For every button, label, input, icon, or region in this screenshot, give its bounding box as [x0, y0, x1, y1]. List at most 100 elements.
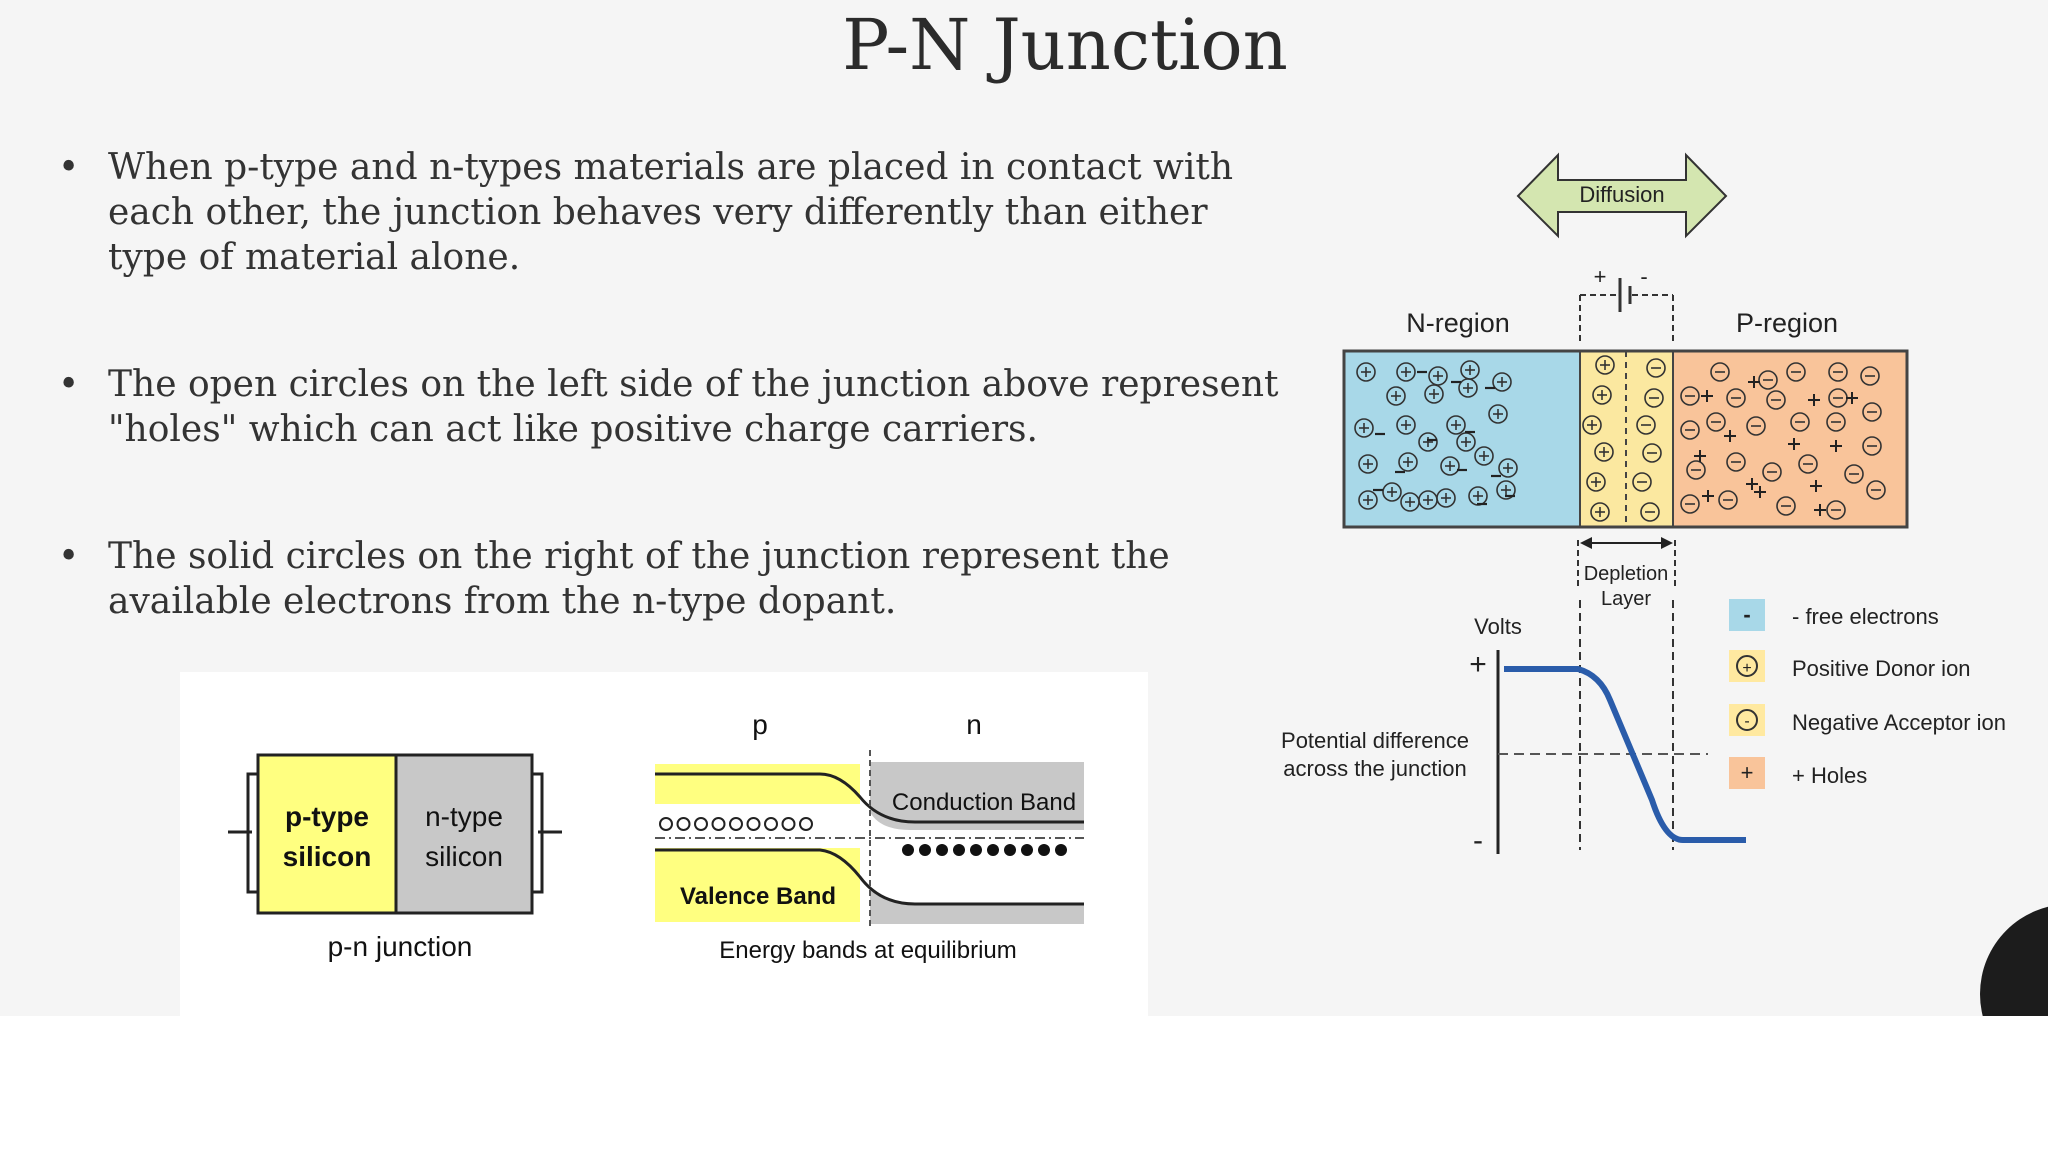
- hole-circle: [676, 817, 691, 831]
- donor-ion: [1358, 490, 1378, 510]
- acceptor-ion: [1862, 436, 1882, 456]
- n-type-block: [394, 753, 534, 915]
- hole-circle: [659, 817, 673, 831]
- potential-label-2: across the junction: [1283, 756, 1466, 781]
- legend-swatch-holes: [1729, 757, 1765, 789]
- axis-minus: -: [1473, 824, 1483, 857]
- donor-ion: [1458, 378, 1478, 398]
- donor-ion: [1492, 372, 1512, 392]
- p-type-label: p-type: [285, 801, 369, 832]
- diffusion-label: Diffusion: [1579, 182, 1664, 207]
- holes-row: [659, 817, 813, 831]
- acceptor-ion: [1680, 420, 1700, 440]
- conduction-band-edge: [655, 772, 1084, 824]
- donor-ion: [1446, 415, 1466, 435]
- acceptor-ion: [1826, 500, 1846, 520]
- acceptor-ion: [1862, 402, 1882, 422]
- acceptor-ion: [1644, 388, 1664, 408]
- conduction-band-n: [870, 762, 1084, 830]
- acceptor-ion: [1710, 362, 1730, 382]
- donor-ion: [1396, 362, 1416, 382]
- battery-plus: +: [1594, 264, 1607, 289]
- junction-caption: p-n junction: [328, 931, 473, 962]
- acceptor-ion: [1826, 412, 1846, 432]
- depletion-svg: Diffusion + - N-region P-region: [1281, 152, 2006, 857]
- donor-ion: [1586, 472, 1606, 492]
- donor-ion: [1592, 385, 1612, 405]
- acceptor-ion: [1866, 480, 1886, 500]
- donor-ion: [1398, 452, 1418, 472]
- donor-ion: [1396, 415, 1416, 435]
- corner-decoration: [1980, 904, 2048, 1016]
- legend-label-acceptor: Negative Acceptor ion: [1792, 710, 2006, 735]
- bullet-text-2: The open circles on the left side of the…: [108, 364, 1279, 450]
- hole-circle: [711, 817, 726, 831]
- valence-band-n: [870, 888, 1084, 924]
- page-title: P-N Junction: [842, 4, 1288, 86]
- donor-ion: [1440, 456, 1460, 476]
- acceptor-ion: [1860, 366, 1880, 386]
- conduction-band-label: Conduction Band: [892, 789, 1076, 816]
- slide: P-N Junction • When p-type and n-types m…: [58, 4, 2048, 1016]
- band-p-label: p: [752, 709, 768, 740]
- n-region-label: N-region: [1406, 308, 1510, 338]
- bands-caption: Energy bands at equilibrium: [719, 937, 1017, 964]
- acceptor-ion: [1776, 496, 1796, 516]
- band-n-label: n: [966, 709, 982, 740]
- donor-ion: [1590, 502, 1610, 522]
- n-type-label: n-type: [425, 801, 503, 832]
- donor-ion: [1418, 490, 1438, 510]
- potential-curve: [1504, 666, 1746, 843]
- legend-symbol-hole: +: [1741, 760, 1754, 785]
- n-type-label-2: silicon: [425, 841, 503, 872]
- depletion-figure: Diffusion + - N-region P-region: [1260, 150, 2048, 870]
- acceptor-ion: [1686, 460, 1706, 480]
- legend-label-electrons: - free electrons: [1792, 604, 1939, 629]
- p-type-block: [256, 753, 398, 915]
- hole-circle: [799, 817, 813, 831]
- donor-ion: [1358, 454, 1378, 474]
- acceptor-ion: [1640, 502, 1660, 522]
- donor-ion: [1496, 480, 1516, 500]
- diffusion-arrow: [1516, 152, 1728, 239]
- n-region-block: [1344, 351, 1580, 527]
- volts-label: Volts: [1474, 614, 1522, 639]
- potential-label-1: Potential difference: [1281, 728, 1469, 753]
- conduction-band-p: [655, 764, 860, 804]
- hole-circle: [746, 817, 761, 831]
- pn-junction-figure: p-type silicon n-type silicon p-n juncti…: [180, 672, 1148, 1016]
- acceptor-ion: [1706, 412, 1726, 432]
- arrowhead-left: [1580, 537, 1592, 549]
- hole-circle: [764, 817, 778, 831]
- legend: - - free electrons + Positive Donor ion …: [1729, 599, 2006, 789]
- legend-label-holes: + Holes: [1792, 763, 1867, 788]
- plus-circle-icon: [1736, 655, 1758, 677]
- donor-ion: [1354, 418, 1374, 438]
- acceptor-ion: [1798, 454, 1818, 474]
- hole-circle: [781, 817, 796, 831]
- bullet-dot: •: [58, 147, 80, 188]
- axis-plus: +: [1469, 648, 1487, 681]
- electron-dot: [1038, 844, 1050, 856]
- acceptor-ion: [1746, 416, 1766, 436]
- legend-symbol-donor: +: [1742, 660, 1751, 677]
- donor-ion: [1424, 384, 1444, 404]
- acceptor-ion: [1844, 464, 1864, 484]
- electron-dot: [919, 844, 931, 856]
- donor-ion: [1474, 446, 1494, 466]
- acceptor-ion: [1642, 443, 1662, 463]
- legend-symbol-acceptor: -: [1744, 713, 1749, 730]
- pn-junction-svg: p-type silicon n-type silicon p-n juncti…: [228, 709, 1084, 964]
- depletion-label-1: Depletion: [1584, 563, 1669, 585]
- donor-ion: [1595, 355, 1615, 375]
- acceptor-ion: [1766, 390, 1786, 410]
- battery-minus: -: [1640, 264, 1647, 289]
- acceptor-ion: [1762, 462, 1782, 482]
- donor-ion: [1382, 482, 1402, 502]
- valence-band-p: [655, 848, 860, 922]
- legend-symbol-electron: -: [1743, 602, 1750, 627]
- electron-dot: [1055, 844, 1067, 856]
- valence-band-label: Valence Band: [680, 883, 836, 910]
- acceptor-ion: [1790, 412, 1810, 432]
- electron-dot: [970, 844, 982, 856]
